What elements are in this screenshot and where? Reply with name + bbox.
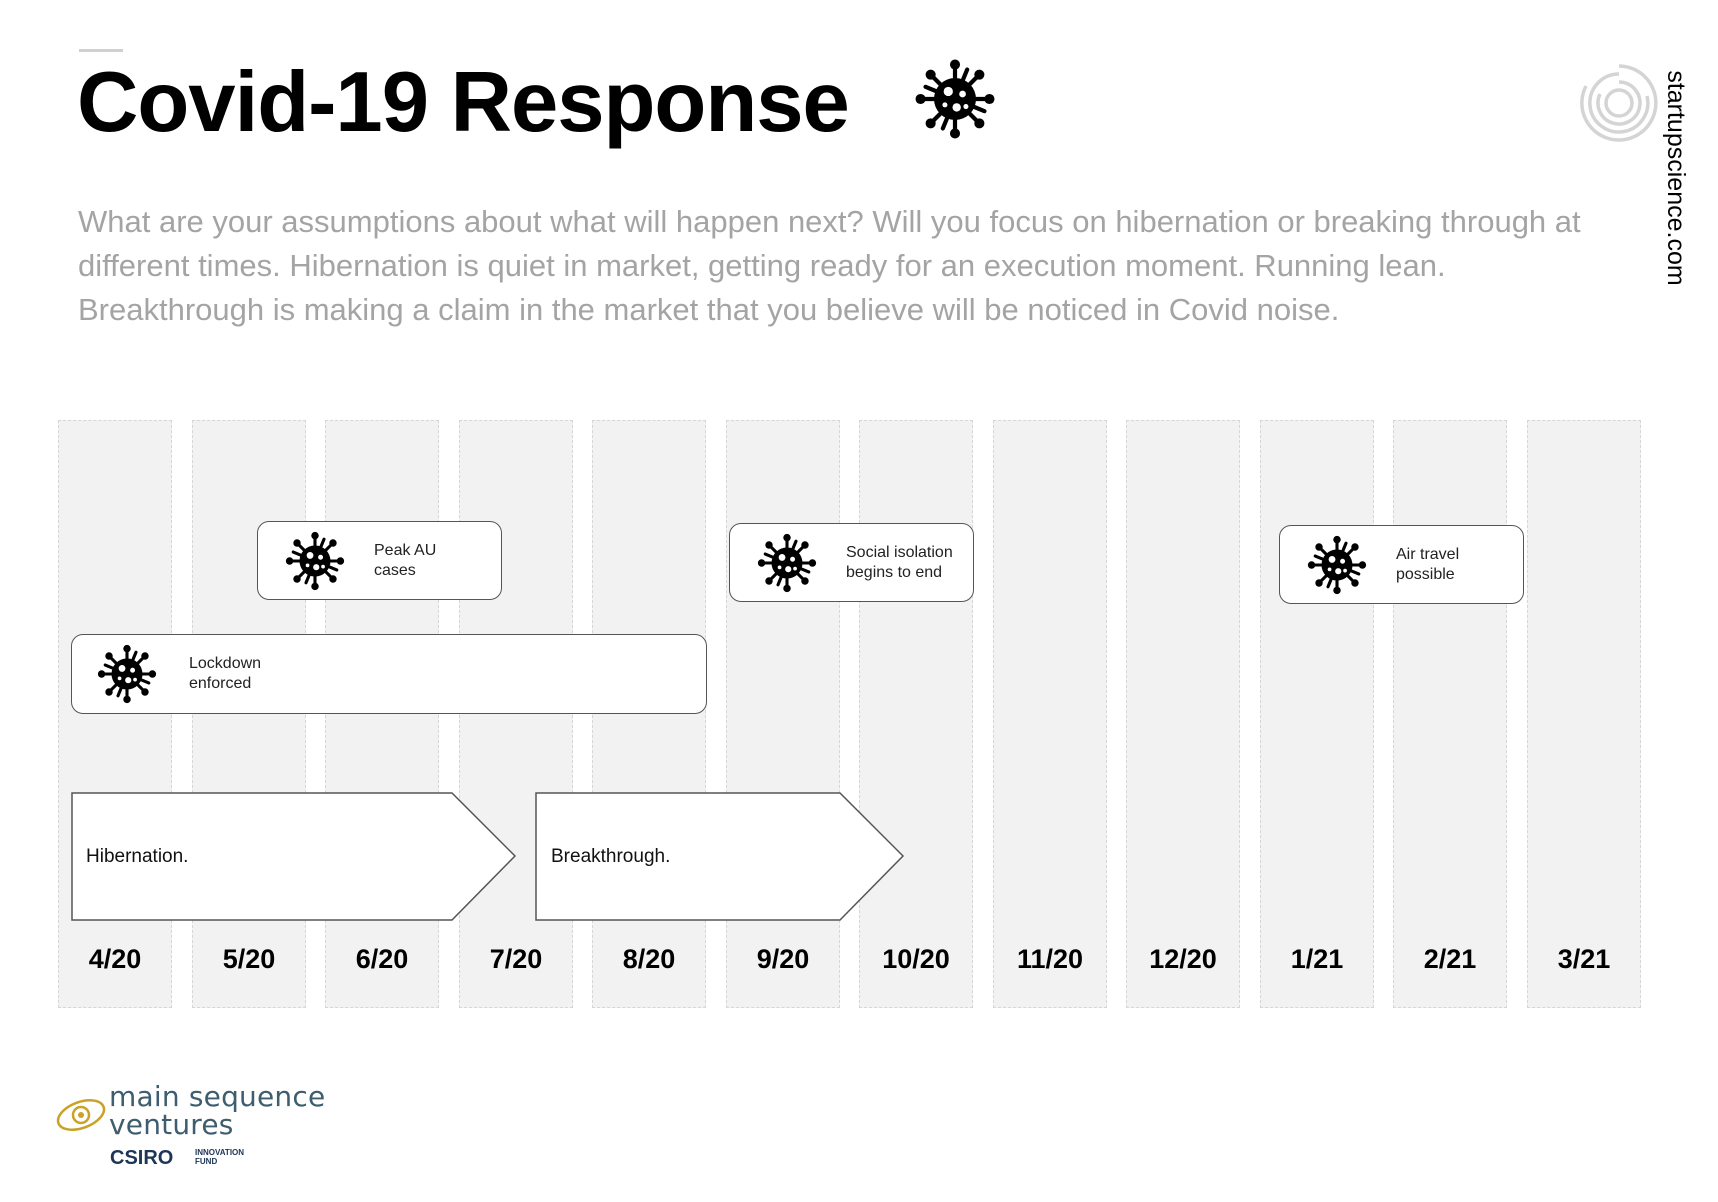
month-label: 5/20	[222, 944, 276, 974]
event-label: Social isolation begins to end	[846, 543, 953, 581]
brand-name: main sequence ventures	[109, 1083, 325, 1139]
page-title: Covid-19 Response	[77, 55, 850, 150]
month-label: 9/20	[756, 944, 810, 974]
timeline-column	[859, 420, 973, 1008]
event-label: Peak AU cases	[374, 541, 437, 579]
timeline-column	[1527, 420, 1641, 1008]
month-label: 2/21	[1423, 944, 1477, 974]
event-peak-au-cases: Peak AU cases	[257, 521, 502, 600]
month-label: 1/21	[1290, 944, 1344, 974]
intro-text: What are your assumptions about what wil…	[78, 204, 1581, 327]
phase-label-breakthrough: Breakthrough.	[551, 846, 671, 867]
brand-block: main sequence ventures CSIRO INNOVATION …	[55, 1083, 355, 1173]
title-accent-line	[79, 49, 123, 52]
virus-icon	[756, 532, 818, 594]
event-air-travel-possible: Air travel possible	[1279, 525, 1524, 604]
virus-icon	[913, 57, 997, 141]
timeline-column	[726, 420, 840, 1008]
brand-line1: main sequence	[109, 1080, 326, 1113]
innovation-fund-label: INNOVATION FUND	[195, 1148, 275, 1166]
month-label: 12/20	[1149, 944, 1217, 974]
timeline-column	[1393, 420, 1507, 1008]
timeline-column	[459, 420, 573, 1008]
month-label: 3/21	[1557, 944, 1611, 974]
main-sequence-logo-icon	[56, 1099, 106, 1131]
event-label: Air travel possible	[1396, 545, 1460, 583]
month-label: 4/20	[88, 944, 142, 974]
month-label: 10/20	[882, 944, 950, 974]
month-label: 11/20	[1016, 944, 1084, 974]
virus-icon	[284, 530, 346, 592]
timeline-column	[1260, 420, 1374, 1008]
timeline-column	[592, 420, 706, 1008]
event-lockdown-enforced: Lockdown enforced	[71, 634, 707, 714]
month-label: 7/20	[489, 944, 543, 974]
site-url: startupscience.com	[1662, 70, 1690, 286]
fund-line2: FUND	[195, 1157, 218, 1166]
event-label: Lockdown enforced	[189, 655, 262, 692]
circles-logo-icon	[1580, 64, 1658, 142]
month-label: 8/20	[622, 944, 676, 974]
virus-icon	[96, 643, 158, 705]
virus-icon	[1306, 534, 1368, 596]
month-label: 6/20	[355, 944, 409, 974]
timeline-column	[1126, 420, 1240, 1008]
phase-label-hibernation: Hibernation.	[86, 846, 189, 867]
csiro-label: CSIRO	[110, 1147, 174, 1169]
timeline-column	[993, 420, 1107, 1008]
brand-line2: ventures	[109, 1108, 234, 1141]
fund-line1: INNOVATION	[195, 1148, 245, 1157]
timeline-column	[58, 420, 172, 1008]
timeline-column	[192, 420, 306, 1008]
event-social-isolation-ends: Social isolation begins to end	[729, 523, 974, 602]
timeline-column	[325, 420, 439, 1008]
